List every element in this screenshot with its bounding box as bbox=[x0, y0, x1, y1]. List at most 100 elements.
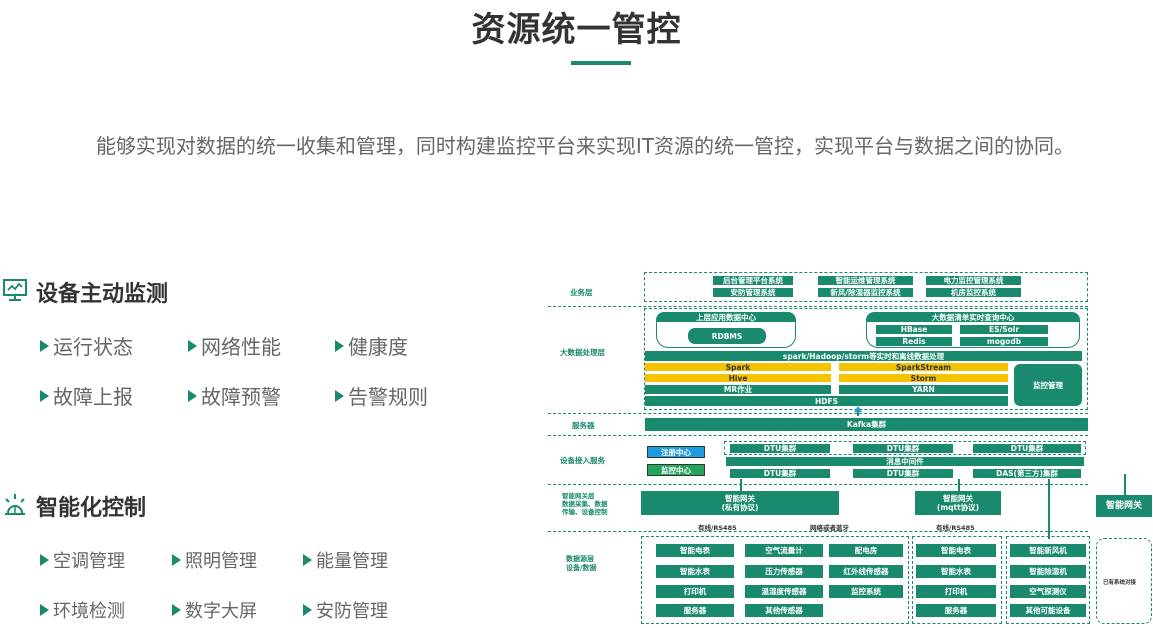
gateway-right: 智能网关 bbox=[1096, 495, 1152, 517]
device-box: 智能新风机 bbox=[1010, 544, 1086, 557]
layer-label-business: 业务层 bbox=[570, 288, 593, 297]
kafka-box: Kafka集群 bbox=[645, 418, 1088, 431]
device-box: 智能水表 bbox=[656, 565, 734, 578]
layer-separator bbox=[548, 413, 1088, 414]
business-frame bbox=[644, 272, 1088, 302]
layer-label-server: 服务器 bbox=[572, 421, 595, 430]
monitor-center: 监控中心 bbox=[647, 464, 705, 476]
device-box: 空气探测仪 bbox=[1010, 585, 1086, 598]
msg-center: 消息中间件 bbox=[726, 457, 1084, 466]
register-center: 注册中心 bbox=[647, 446, 705, 458]
dtu-cluster: DTU集群 bbox=[730, 444, 830, 453]
device-box: 智能电表 bbox=[916, 544, 996, 557]
device-box: 压力传感器 bbox=[745, 565, 823, 578]
mr-box: MR作业 bbox=[645, 385, 831, 394]
page-description: 能够实现对数据的统一收集和管理，同时构建监控平台来实现IT资源的统一管控，实现平… bbox=[95, 134, 1075, 158]
lamp-icon bbox=[2, 491, 28, 521]
bullet-icon bbox=[172, 554, 181, 566]
layer-separator bbox=[548, 435, 1088, 436]
monitor-item: 告警规则 bbox=[335, 381, 428, 410]
dtu-cluster: DTU集群 bbox=[730, 469, 830, 478]
compute-title: spark/Hadoop/storm等实时和离线数据处理 bbox=[645, 351, 1082, 361]
bullet-icon bbox=[188, 389, 197, 402]
business-box: 后台管理平台系统 bbox=[713, 276, 793, 285]
monitor-item: 网络性能 bbox=[188, 331, 281, 360]
business-box: 安防管理系统 bbox=[713, 288, 793, 297]
control-item: 数字大屏 bbox=[172, 597, 257, 623]
das-cluster: DAS(第三方)集群 bbox=[973, 469, 1081, 478]
device-box: 温湿度传感器 bbox=[745, 585, 823, 598]
existing-label: 已有系统对接 bbox=[1103, 580, 1137, 586]
spark-box: Spark bbox=[645, 363, 831, 372]
dtu-cluster: DTU集群 bbox=[853, 469, 953, 478]
device-box: 红外线传感器 bbox=[829, 565, 903, 578]
bullet-icon bbox=[172, 604, 181, 616]
yarn-box: YARN bbox=[839, 385, 1008, 394]
business-box: 智能运维管理系统 bbox=[818, 276, 913, 285]
layer-label-source: 数据源层 设备/数据 bbox=[566, 555, 597, 572]
layer-separator bbox=[548, 484, 1088, 485]
monitor-item: 故障上报 bbox=[40, 381, 133, 410]
control-item: 空调管理 bbox=[40, 547, 125, 573]
layer-label-gateway: 智能网关层 数据采集、数据 传输、设备控制 bbox=[562, 492, 608, 516]
gateway-mqtt: 智能网关 (mqtt协议) bbox=[915, 491, 1001, 515]
control-title: 智能化控制 bbox=[36, 496, 147, 521]
bigdata-frame bbox=[644, 308, 1088, 410]
architecture-diagram: 业务层 大数据处理层 服务器 设备接入服务 智能网关层 数据采集、数据 传输、设… bbox=[548, 266, 1153, 628]
business-box: 电力监控管理系统 bbox=[926, 276, 1021, 285]
app-center-title: 上层应用数据中心 bbox=[656, 312, 796, 322]
bullet-icon bbox=[188, 339, 197, 352]
store-box: Redis bbox=[876, 337, 952, 346]
layer-label-access: 设备接入服务 bbox=[560, 456, 605, 465]
bullet-icon bbox=[40, 339, 49, 352]
monitor-mgmt-box: 监控管理 bbox=[1014, 364, 1082, 406]
monitor-item: 运行状态 bbox=[40, 331, 133, 360]
device-box: 其他可能设备 bbox=[1010, 604, 1086, 617]
dtu-cluster: DTU集群 bbox=[853, 444, 953, 453]
device-box: 服务器 bbox=[916, 604, 996, 617]
link-label: 网络或者蓝牙 bbox=[810, 524, 849, 532]
layer-separator bbox=[548, 531, 1088, 532]
devices-left-frame bbox=[641, 536, 909, 624]
dtu-frame bbox=[724, 441, 1086, 455]
connector bbox=[857, 408, 859, 416]
device-box: 服务器 bbox=[656, 604, 734, 617]
monitor-item: 健康度 bbox=[335, 331, 408, 360]
monitor-section: 设备主动监测 bbox=[2, 276, 168, 308]
bullet-icon bbox=[40, 604, 49, 616]
device-box: 配电房 bbox=[829, 544, 903, 557]
gateway-private: 智能网关 (私有协议) bbox=[641, 491, 839, 515]
control-item: 能量管理 bbox=[303, 547, 388, 573]
monitor-title: 设备主动监测 bbox=[36, 282, 169, 307]
control-item: 照明管理 bbox=[172, 547, 257, 573]
device-box: 打印机 bbox=[656, 585, 734, 598]
bullet-icon bbox=[40, 389, 49, 402]
hive-box: Hive bbox=[645, 374, 831, 383]
link-label: 有线/RS485 bbox=[698, 524, 737, 532]
device-box: 智能除湿机 bbox=[1010, 565, 1086, 578]
store-box: HBase bbox=[876, 325, 952, 334]
connector bbox=[740, 479, 742, 491]
bullet-icon bbox=[303, 604, 312, 616]
business-box: 新风/除湿器监控系统 bbox=[818, 288, 913, 297]
layer-separator bbox=[548, 306, 1088, 307]
rdbms-box: RDBMS bbox=[688, 328, 766, 344]
connector bbox=[1048, 479, 1050, 539]
link-label: 有线/RS485 bbox=[936, 524, 975, 532]
device-box: 空气流量计 bbox=[745, 544, 823, 557]
bullet-icon bbox=[40, 554, 49, 566]
device-box: 智能电表 bbox=[656, 544, 734, 557]
dtu-cluster: DTU集群 bbox=[973, 444, 1081, 453]
device-box: 打印机 bbox=[916, 585, 996, 598]
title-underline bbox=[571, 61, 631, 65]
control-section: 智能化控制 bbox=[2, 490, 146, 522]
device-box: 智能水表 bbox=[916, 565, 996, 578]
sparkstream-box: SparkStream bbox=[839, 363, 1008, 372]
existing-frame bbox=[1096, 538, 1152, 624]
page-title: 资源统一管控 bbox=[471, 10, 682, 50]
devices-mid-frame bbox=[912, 536, 1002, 624]
arrow-up-icon bbox=[854, 406, 862, 412]
store-box: mogodb bbox=[960, 337, 1048, 346]
storm-box: Storm bbox=[839, 374, 1008, 383]
bullet-icon bbox=[303, 554, 312, 566]
